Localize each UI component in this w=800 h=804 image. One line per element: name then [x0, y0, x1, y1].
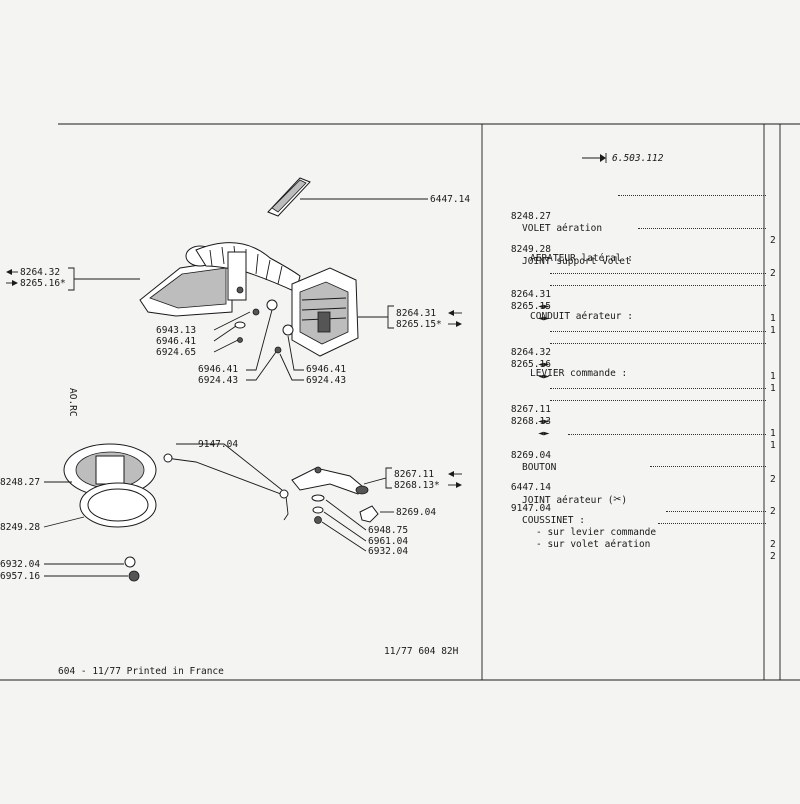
bracket-8267-11 — [363, 467, 392, 489]
leader-6946-41a — [213, 325, 237, 342]
leader-6932-04b — [321, 521, 367, 552]
label-6957-16: 6957.16 — [0, 571, 40, 582]
part-row: 8265.15 ◄► 1 — [488, 277, 776, 336]
footer-text: 604 - 11/77 Printed in France — [58, 666, 224, 677]
footer-code: 11/77 604 82H — [384, 646, 459, 657]
leader-6924-65 — [213, 339, 239, 353]
leader-6946-41b — [246, 309, 273, 371]
scissors-icon: ✂ — [613, 492, 622, 507]
arrow-left-icon: ◄► — [538, 416, 550, 427]
arrow-left-icon: ◄► — [538, 301, 550, 312]
washer-6946-41a — [266, 299, 278, 311]
sub-row: - sur volet aération 2 — [488, 515, 776, 562]
label-8269-04: 8269.04 — [396, 507, 436, 518]
clip-6946-41 — [234, 321, 246, 329]
washer-6946-41c — [282, 324, 294, 336]
group-heading: LEVIER commande : — [530, 368, 628, 379]
group-heading: CONDUIT aérateur : — [530, 311, 633, 322]
bracket-8264-31 — [358, 305, 394, 329]
part-row: 8265.16 ◄► 1 — [488, 335, 776, 394]
arrow-left-icon — [448, 471, 462, 477]
group-heading: AERATEUR latéral : — [530, 253, 633, 264]
arrow-left-icon — [448, 310, 462, 316]
knob-8269-04 — [359, 505, 379, 523]
air-duct — [139, 242, 301, 317]
bracket-8264-32 — [68, 267, 140, 291]
label-8248-27: 8248.27 — [0, 477, 40, 488]
label-6961-04: 6961.04 — [368, 536, 408, 547]
leader-6961-04 — [323, 511, 367, 542]
screw-6943-13 — [252, 308, 260, 316]
screw-6924-43 — [274, 346, 282, 354]
leader-6948-75 — [325, 499, 367, 531]
screw-6924-65 — [237, 337, 243, 343]
control-lever — [291, 466, 369, 495]
sub-row: - sur levier commande 2 — [488, 503, 776, 550]
label-8267-11: 8267.11 — [394, 469, 434, 480]
vent-flap — [63, 443, 157, 497]
arrow-left-icon: ◄► — [538, 359, 550, 370]
arrow-right-icon: ◄► — [538, 313, 550, 324]
label-6932-04a: 6932.04 — [0, 559, 40, 570]
part-row: 8249.28 JOINT support volet 2 — [488, 220, 776, 279]
label-8249-28: 8249.28 — [0, 522, 40, 533]
label-8265-16: 8265.16* — [20, 278, 66, 289]
side-vent — [291, 267, 359, 357]
part-row: 8264.31 ◄► 1 — [488, 265, 776, 324]
arrow-left-icon — [6, 269, 18, 275]
header-ref: 6.503.112 — [612, 153, 664, 164]
part-row: 8268.13 ◄► 1 — [488, 392, 776, 451]
label-6932-04b: 6932.04 — [368, 546, 408, 557]
leader-6943-13 — [213, 311, 251, 331]
part-row: 8264.32 ◄► 1 — [488, 323, 776, 382]
control-rod — [163, 453, 289, 521]
part-row: 8267.11 ◄► 1 — [488, 380, 776, 439]
label-8268-13: 8268.13* — [394, 480, 440, 491]
label-6447-14: 6447.14 — [430, 194, 470, 205]
leader-6946-41c — [287, 335, 304, 371]
label-9147-04: 9147.04 — [198, 439, 238, 450]
seal-strip — [267, 177, 311, 217]
leader-8249-28 — [43, 516, 85, 528]
leader-6924-43b — [279, 353, 304, 381]
part-6948-75 — [311, 494, 325, 502]
label-6924-43a: 6924.43 — [198, 375, 238, 386]
leader-9147-04 — [176, 443, 283, 491]
arrow-right-icon: ◄► — [538, 428, 550, 439]
label-6924-43b: 6924.43 — [306, 375, 346, 386]
label-6924-65: 6924.65 — [156, 347, 196, 358]
part-6961-04 — [312, 506, 324, 514]
leader-6924-43a — [246, 351, 277, 381]
arrow-right-icon — [448, 482, 462, 488]
nut-6932-04b — [314, 516, 322, 524]
nut-6932-04 — [124, 556, 136, 568]
flap-seal — [79, 482, 157, 528]
label-8265-15: 8265.15* — [396, 319, 442, 330]
label-6946-41c: 6946.41 — [306, 364, 346, 375]
part-row: 8248.27 VOLET aération 2 — [488, 187, 776, 246]
nut-6957-16 — [128, 570, 140, 582]
part-row: 8269.04 BOUTON 2 — [488, 426, 776, 485]
part-row: 9147.04 COUSSINET : — [510, 503, 585, 526]
arrow-right-icon: ◄► — [538, 371, 550, 382]
label-6943-13: 6943.13 — [156, 325, 196, 336]
part-row: 6447.14 JOINT aérateur (✂) 2 — [488, 458, 776, 517]
arrow-right-icon — [448, 321, 462, 327]
label-6946-41b: 6946.41 — [198, 364, 238, 375]
label-6948-75: 6948.75 — [368, 525, 408, 536]
label-8264-32: 8264.32 — [20, 267, 60, 278]
margin-note: AO.RC — [67, 388, 78, 417]
arrow-right-icon — [6, 280, 18, 286]
header-arrow-icon — [582, 153, 607, 163]
label-8264-31: 8264.31 — [396, 308, 436, 319]
label-6946-41a: 6946.41 — [156, 336, 196, 347]
